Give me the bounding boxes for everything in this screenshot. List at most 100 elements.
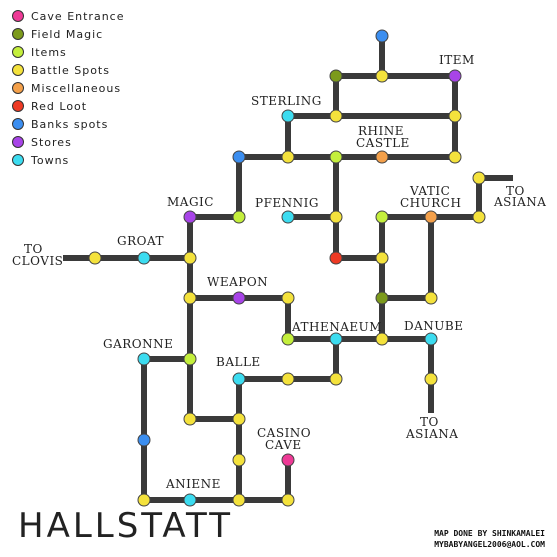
legend-swatch [12, 28, 24, 40]
map-node-bank[interactable] [375, 29, 389, 43]
map-node-battle[interactable] [329, 372, 343, 386]
legend-item: Miscellaneous [12, 79, 124, 97]
map-node-battle[interactable] [424, 291, 438, 305]
map-node-town[interactable] [281, 109, 295, 123]
place-label-casino1: CASINO [257, 426, 311, 440]
legend-swatch [12, 10, 24, 22]
map-node-field-magic[interactable] [375, 291, 389, 305]
map-node-town[interactable] [137, 352, 151, 366]
legend-label: Red Loot [31, 99, 88, 113]
map-nodes [88, 29, 486, 507]
legend-item: Field Magic [12, 25, 124, 43]
place-label-danube: DANUBE [404, 319, 463, 333]
map-node-battle[interactable] [88, 251, 102, 265]
map-node-battle[interactable] [448, 109, 462, 123]
place-label-toasiana-e2: ASIANA [493, 195, 546, 209]
map-node-battle[interactable] [472, 210, 486, 224]
map-node-items[interactable] [183, 352, 197, 366]
legend-item: Towns [12, 151, 124, 169]
map-node-town[interactable] [281, 210, 295, 224]
legend-label: Field Magic [31, 27, 104, 41]
map-node-items[interactable] [375, 210, 389, 224]
map-node-battle[interactable] [281, 372, 295, 386]
map-node-cave[interactable] [281, 453, 295, 467]
legend-label: Banks spots [31, 117, 109, 131]
place-label-aniene: ANIENE [165, 477, 221, 491]
legend-label: Cave Entrance [31, 9, 125, 23]
place-label-casino2: CAVE [265, 438, 302, 452]
place-label-vatic1: VATIC [409, 184, 450, 198]
place-label-toclovis2: CLOVIS [12, 254, 63, 268]
map-node-battle[interactable] [232, 412, 246, 426]
map-node-town[interactable] [424, 332, 438, 346]
place-label-weapon: WEAPON [207, 275, 268, 289]
place-label-item: ITEM [439, 53, 475, 67]
legend-item: Banks spots [12, 115, 124, 133]
map-node-battle[interactable] [183, 412, 197, 426]
map-node-battle[interactable] [137, 493, 151, 507]
map-node-town[interactable] [183, 493, 197, 507]
credit-line-2: MYBABYANGEL2006@AOL.COM [434, 540, 545, 549]
map-node-battle[interactable] [232, 493, 246, 507]
place-label-sterling: STERLING [251, 94, 322, 108]
legend-label: Stores [31, 135, 72, 149]
legend-item: Red Loot [12, 97, 124, 115]
place-label-rhine1: RHINE [358, 124, 404, 138]
map-node-battle[interactable] [375, 332, 389, 346]
legend-swatch [12, 118, 24, 130]
map-node-town[interactable] [329, 332, 343, 346]
legend-item: Items [12, 43, 124, 61]
place-label-toasiana-s1: TO [420, 415, 439, 429]
map-node-store[interactable] [448, 69, 462, 83]
legend-swatch [12, 100, 24, 112]
map-node-red-loot[interactable] [329, 251, 343, 265]
map-node-store[interactable] [183, 210, 197, 224]
place-label-vatic2: CHURCH [400, 196, 461, 210]
place-label-magic: MAGIC [167, 195, 214, 209]
legend-item: Cave Entrance [12, 7, 124, 25]
place-label-toasiana-s2: ASIANA [405, 427, 458, 441]
map-node-battle[interactable] [472, 171, 486, 185]
map-node-town[interactable] [232, 372, 246, 386]
map-node-battle[interactable] [329, 109, 343, 123]
map-node-misc[interactable] [424, 210, 438, 224]
map-node-misc[interactable] [375, 150, 389, 164]
map-node-battle[interactable] [375, 251, 389, 265]
legend-label: Towns [31, 153, 70, 167]
map-node-battle[interactable] [281, 493, 295, 507]
map-node-bank[interactable] [232, 150, 246, 164]
legend-swatch [12, 82, 24, 94]
place-label-pfennig: PFENNIG [255, 196, 319, 210]
map-node-items[interactable] [329, 150, 343, 164]
map-node-battle[interactable] [281, 150, 295, 164]
map-node-store[interactable] [232, 291, 246, 305]
place-label-toasiana-e1: TO [506, 184, 525, 198]
place-label-rhine2: CASTLE [356, 136, 410, 150]
map-node-battle[interactable] [232, 453, 246, 467]
map-node-battle[interactable] [183, 251, 197, 265]
map-node-items[interactable] [232, 210, 246, 224]
map-node-bank[interactable] [137, 433, 151, 447]
map-node-battle[interactable] [424, 372, 438, 386]
legend-label: Items [31, 45, 67, 59]
map-node-town[interactable] [137, 251, 151, 265]
legend-swatch [12, 64, 24, 76]
map-title: HALLSTATT [18, 506, 233, 546]
map-node-battle[interactable] [448, 150, 462, 164]
map-node-field-magic[interactable] [329, 69, 343, 83]
place-label-groat: GROAT [117, 234, 164, 248]
legend-swatch [12, 46, 24, 58]
map-node-battle[interactable] [375, 69, 389, 83]
place-label-balle: BALLE [216, 355, 261, 369]
map-node-items[interactable] [281, 332, 295, 346]
map-credit: MAP DONE BY SHINKAMALEI MYBABYANGEL2006@… [434, 528, 545, 550]
legend-swatch [12, 154, 24, 166]
legend-label: Miscellaneous [31, 81, 122, 95]
map-node-battle[interactable] [329, 210, 343, 224]
credit-line-1: MAP DONE BY SHINKAMALEI [434, 529, 545, 538]
map-node-battle[interactable] [183, 291, 197, 305]
map-node-battle[interactable] [281, 291, 295, 305]
